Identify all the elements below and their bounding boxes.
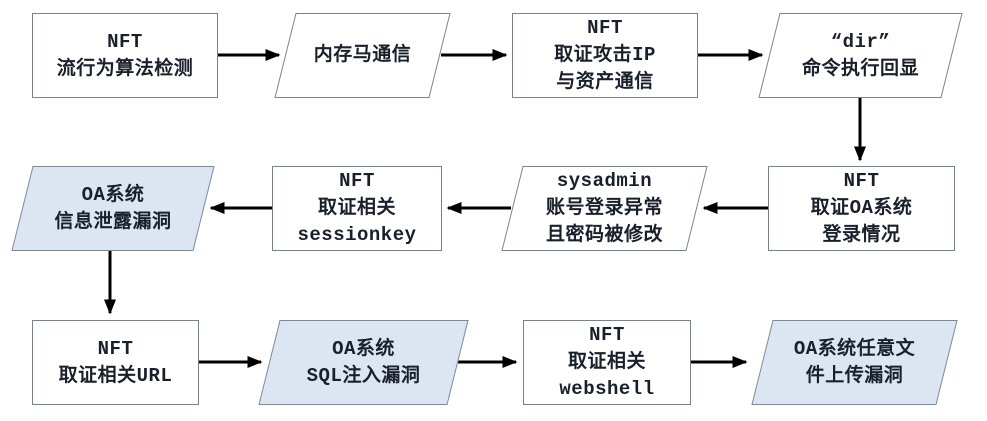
node-label: 内存马通信 <box>313 44 412 66</box>
node-nft-forensic-webshell: NFT 取证相关 webshell <box>523 320 691 405</box>
node-oa-info-leak-vuln: OA系统 信息泄露漏洞 <box>11 166 215 251</box>
node-label: NFT 取证OA系统 登录情况 <box>810 170 913 246</box>
rectangle-shape <box>523 320 691 405</box>
node-oa-file-upload-vuln: OA系统任意文 件上传漏洞 <box>751 320 958 405</box>
node-label: OA系统 信息泄露漏洞 <box>54 183 172 233</box>
rectangle-shape <box>768 166 955 251</box>
node-label: NFT 取证相关 webshell <box>559 324 655 400</box>
node-memory-webshell-communication: 内存马通信 <box>274 13 451 98</box>
node-nft-behavior-algorithm-detection: NFT 流行为算法检测 <box>32 13 218 98</box>
node-label: NFT 取证相关 sessionkey <box>297 170 417 246</box>
node-dir-command-echo: “dir” 命令执行回显 <box>758 13 963 98</box>
rectangle-shape <box>512 13 698 98</box>
node-nft-forensic-oa-login: NFT 取证OA系统 登录情况 <box>768 166 955 251</box>
node-sysadmin-abnormal-login: sysadmin 账号登录异常 且密码被修改 <box>501 166 708 251</box>
rectangle-shape <box>32 320 199 405</box>
node-label: OA系统任意文 件上传漏洞 <box>793 337 916 387</box>
node-nft-forensic-sessionkey: NFT 取证相关 sessionkey <box>272 166 442 251</box>
rectangle-shape <box>272 166 442 251</box>
node-label: NFT 取证攻击IP 与资产通信 <box>554 17 656 93</box>
node-label: NFT 取证相关URL <box>58 337 173 387</box>
node-oa-sql-injection-vuln: OA系统 SQL注入漏洞 <box>258 320 469 405</box>
node-nft-forensic-url: NFT 取证相关URL <box>32 320 199 405</box>
rectangle-shape <box>32 13 218 98</box>
node-label: “dir” 命令执行回显 <box>801 30 919 80</box>
node-label: sysadmin 账号登录异常 且密码被修改 <box>545 170 663 246</box>
node-label: NFT 流行为算法检测 <box>56 30 194 80</box>
node-nft-forensic-attack-ip: NFT 取证攻击IP 与资产通信 <box>512 13 698 98</box>
node-label: OA系统 SQL注入漏洞 <box>306 337 421 387</box>
